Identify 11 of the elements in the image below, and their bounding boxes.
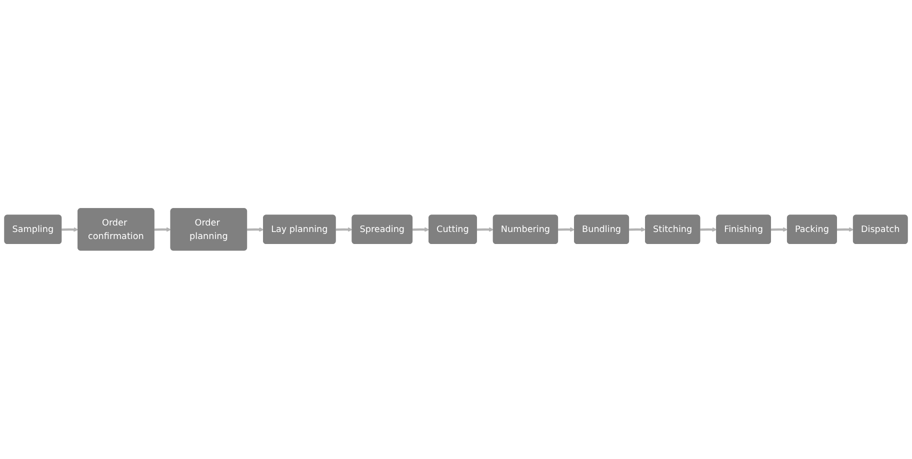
arrow [558, 227, 575, 232]
arrow [336, 227, 353, 232]
arrow [154, 227, 172, 232]
arrow [836, 227, 854, 232]
arrow [62, 227, 78, 232]
arrow [412, 227, 430, 232]
arrow [476, 227, 494, 232]
arrow [629, 227, 646, 232]
arrow [247, 227, 264, 232]
arrow [770, 227, 788, 232]
arrow [700, 227, 717, 232]
